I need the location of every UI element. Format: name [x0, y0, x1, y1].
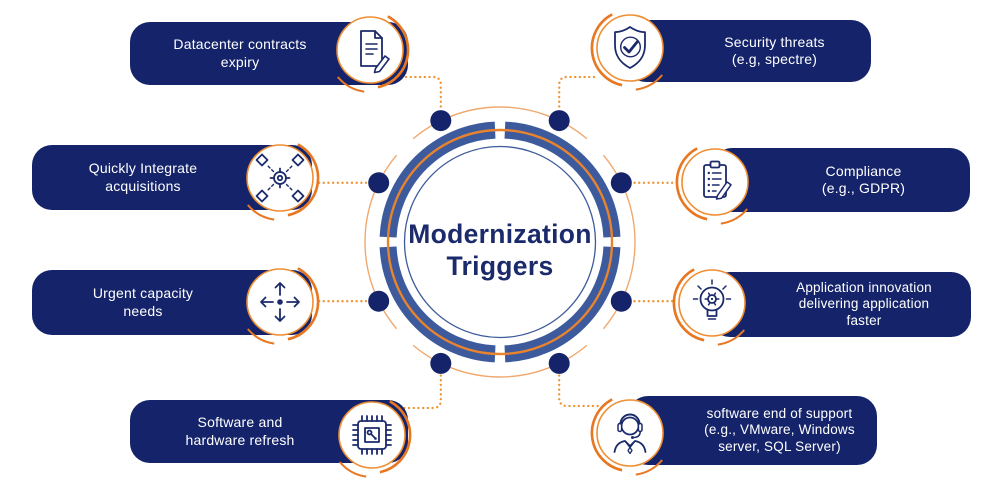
clipboard-pencil-icon — [703, 160, 732, 200]
badge-orange-arcs — [246, 143, 320, 221]
badge-datacenter — [320, 0, 420, 100]
badge-orange-arcs — [672, 268, 746, 346]
badge-compliance — [665, 132, 765, 232]
connector-software-refresh — [400, 374, 442, 410]
badge-orange-arcs — [590, 13, 664, 91]
trigger-pill-application-innovation: Application innovation delivering applic… — [710, 272, 971, 337]
badge-end-of-support — [580, 383, 680, 483]
center-title-line: Triggers — [446, 250, 554, 281]
integration-network-icon — [255, 153, 305, 203]
badge-application-innovation — [662, 253, 762, 353]
pill-label: Quickly Integrate acquisitions — [88, 160, 198, 194]
document-pencil-icon — [360, 30, 390, 74]
lightbulb-gear-icon — [692, 279, 732, 320]
pill-label: software end of support (e.g., VMware, W… — [704, 405, 855, 454]
trigger-pill-compliance-gdpr: Compliance (e.g., GDPR) — [712, 148, 970, 212]
pill-label: Urgent capacity needs — [92, 285, 194, 319]
pill-label: Application innovation delivering applic… — [796, 279, 932, 328]
dotted-connectors — [317, 75, 681, 410]
orbit-dot — [548, 352, 570, 374]
center-ring-inner-line — [403, 145, 597, 339]
orbit-dot — [368, 172, 390, 194]
center-title-line: Modernization — [408, 219, 592, 249]
connector-security — [558, 75, 596, 110]
orbit-dot — [548, 110, 570, 132]
badge-urgent-capacity — [230, 252, 330, 352]
support-agent-icon — [613, 413, 647, 455]
pill-label: Software and hardware refresh — [185, 414, 295, 448]
center-title: Modernization Triggers — [395, 219, 605, 283]
orbit-dot — [430, 110, 452, 132]
connector-datacenter — [404, 75, 442, 110]
center-ring-orange-stripe — [386, 128, 614, 356]
orbit-dot — [610, 172, 632, 194]
pill-label: Compliance (e.g., GDPR) — [821, 162, 906, 196]
expand-arrows-icon — [260, 282, 300, 322]
orbit-dot — [610, 290, 632, 312]
orbit-dots — [368, 110, 632, 374]
badge-orange-arcs — [675, 147, 749, 225]
orbit-dot — [368, 290, 390, 312]
trigger-pill-software-end-of-support: software end of support (e.g., VMware, W… — [628, 396, 877, 465]
badge-orange-arcs — [336, 15, 410, 93]
pill-label: Security threats (e.g, spectre) — [724, 33, 825, 67]
pill-label: Datacenter contracts expiry — [173, 36, 307, 70]
microchip-icon — [352, 415, 392, 455]
badge-orange-arcs — [590, 398, 664, 476]
badge-orange-arcs — [246, 267, 320, 345]
badge-software-refresh — [322, 385, 422, 485]
shield-check-icon — [614, 26, 646, 69]
badge-quickly-integrate — [230, 128, 330, 228]
orbit-dot — [430, 352, 452, 374]
trigger-pill-security-threats: Security threats (e.g, spectre) — [626, 20, 871, 82]
badge-security-threats — [580, 0, 680, 98]
connector-end-of-support — [558, 374, 601, 408]
